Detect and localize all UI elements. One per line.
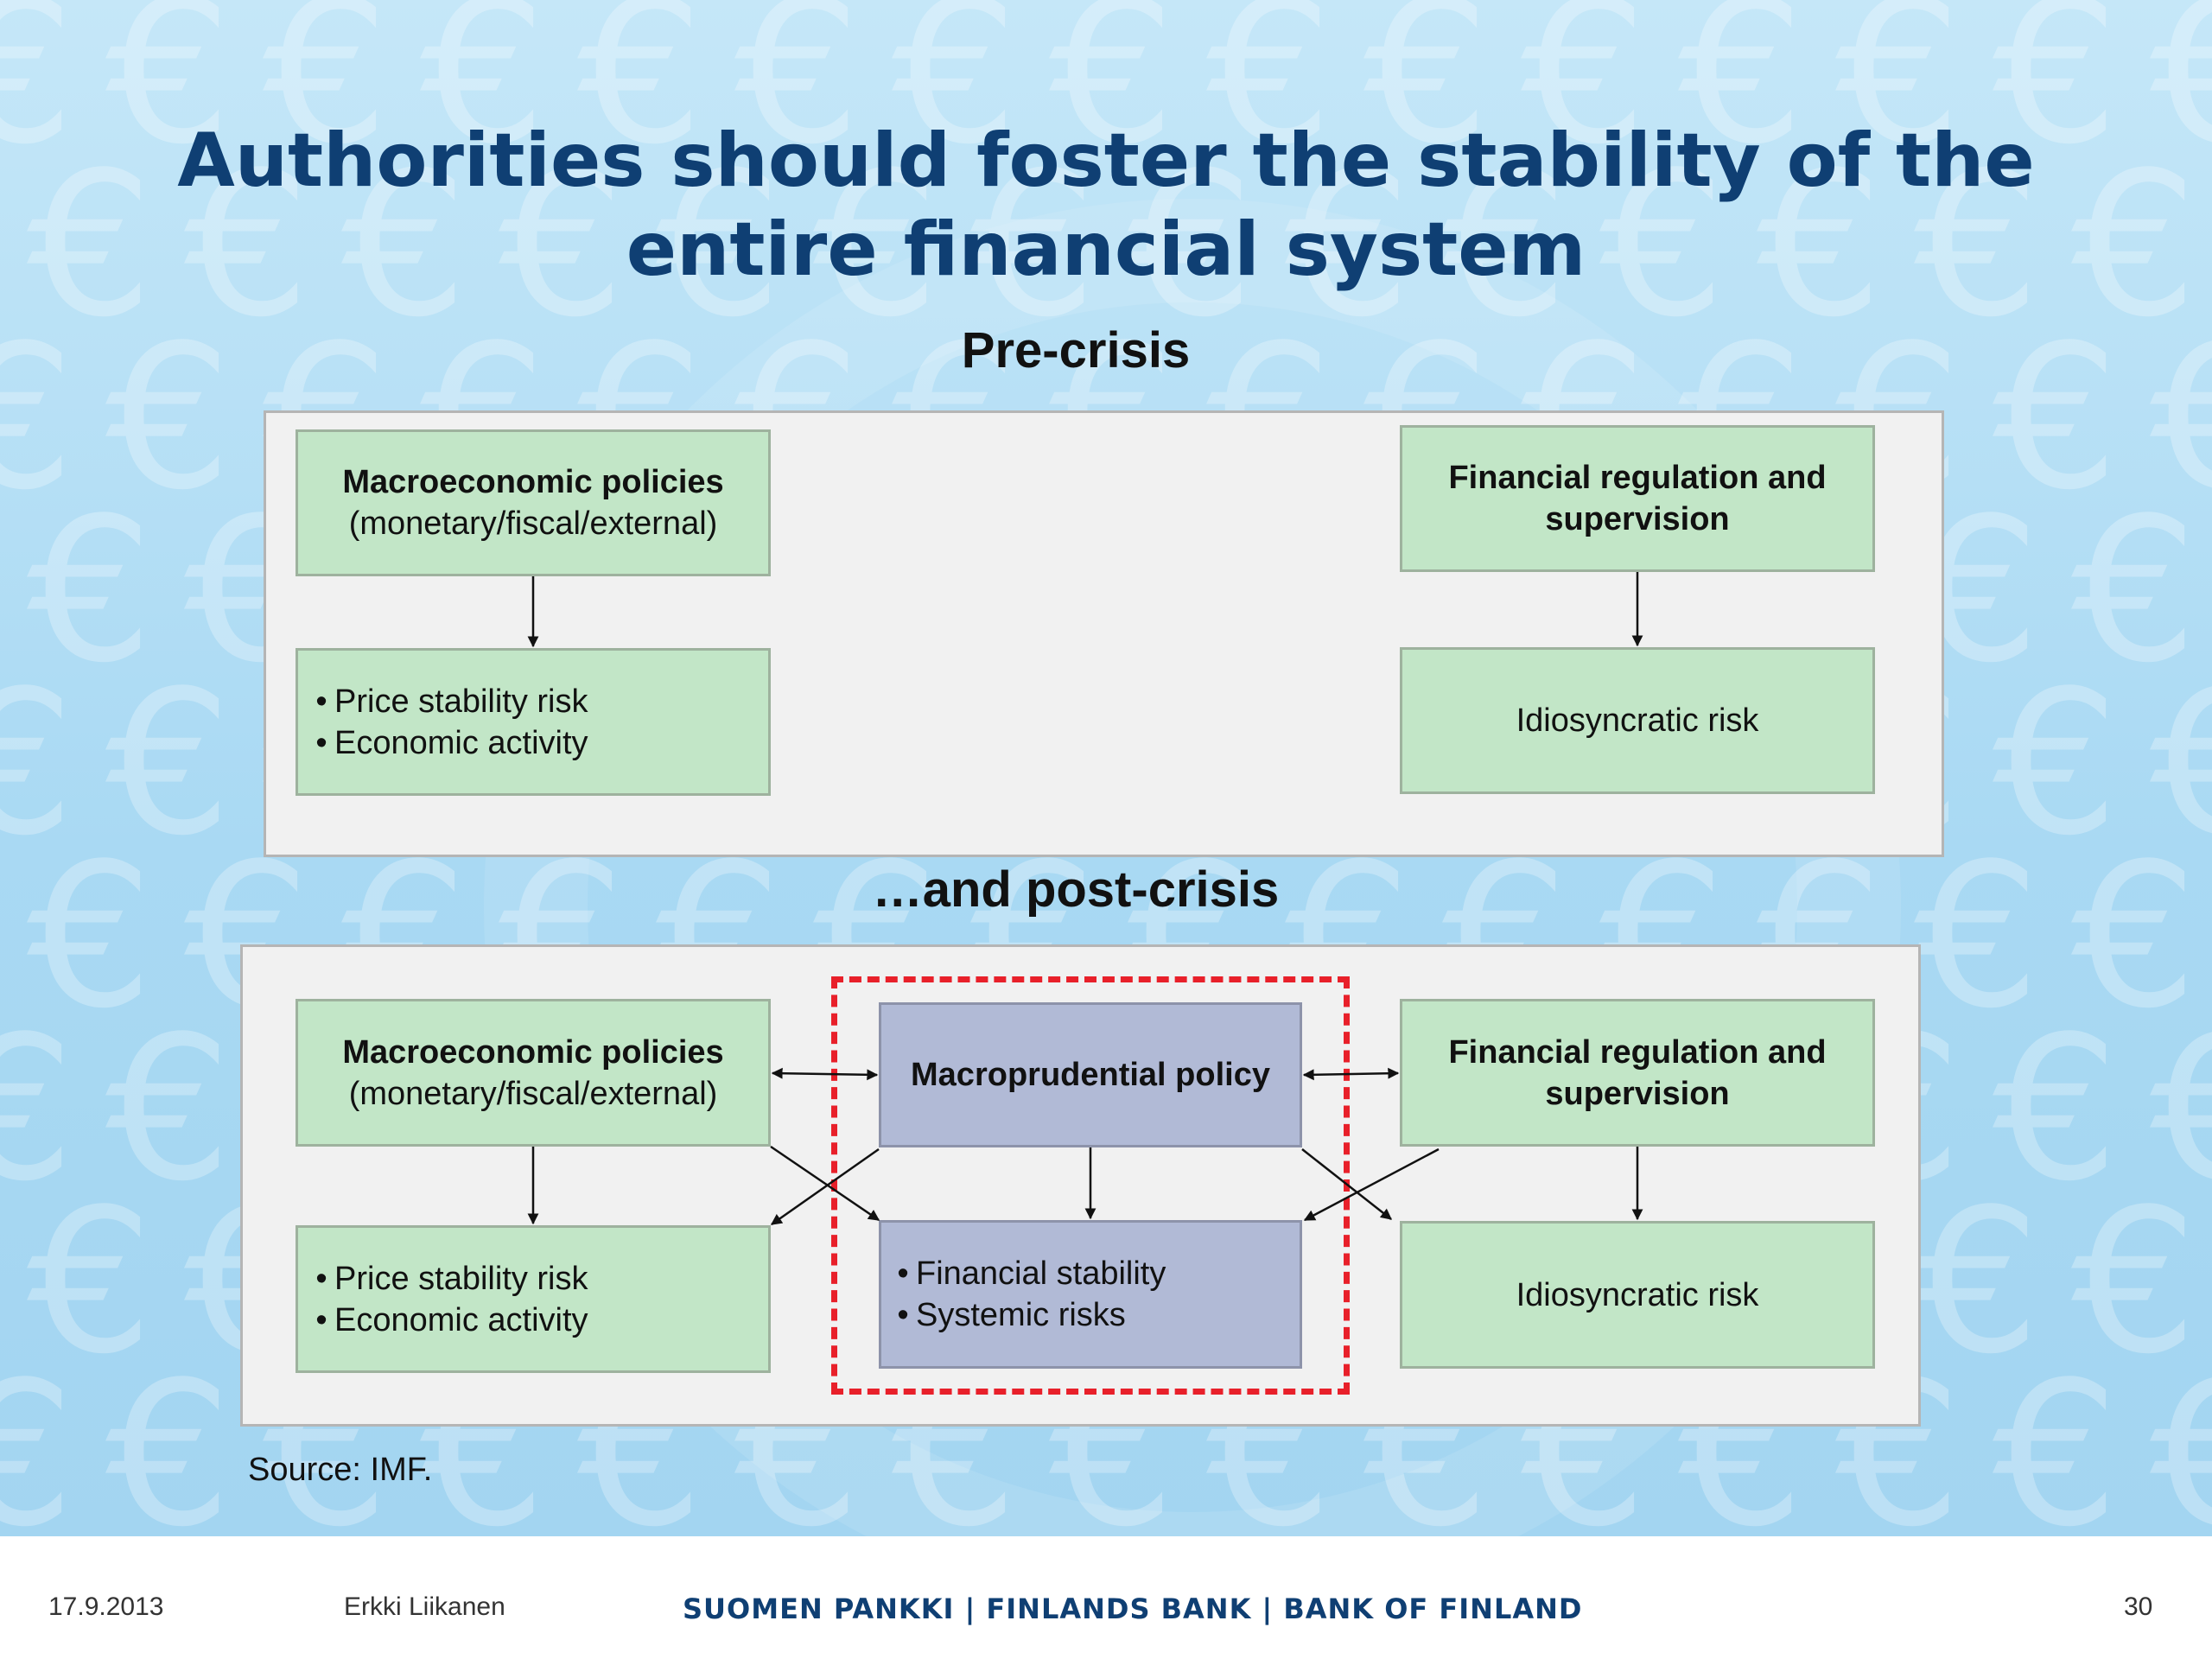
post-idiosyncratic-risk-box: Idiosyncratic risk [1400,1221,1875,1369]
euro-watermark-icon: € [1993,649,2120,880]
pre-macro-policies-subtitle: (monetary/fiscal/external) [348,505,718,542]
slide-title: Authorities should foster the stability … [177,118,2035,293]
slide-footer: 17.9.2013 Erkki Liikanen 30 [0,1536,2212,1659]
pre-macro-policies-title: Macroeconomic policies [342,464,724,500]
pre-macro-policies-box: Macroeconomic policies (monetary/fiscal/… [296,429,771,576]
euro-watermark-icon: € [1993,1340,2120,1537]
pre-outcome-price-stability: Price stability risk [308,681,588,722]
euro-watermark-icon: € [27,476,154,707]
euro-watermark-icon: € [2071,130,2198,361]
pre-fin-regulation-box: Financial regulation and supervision [1400,425,1875,572]
post-macro-outcomes-box: Price stability risk Economic activity [296,1225,771,1373]
euro-watermark-icon: € [1678,0,1805,188]
euro-watermark-icon: € [577,0,704,188]
euro-watermark-icon: € [27,1167,154,1398]
arrow-macroprudential-fin-link [1302,1067,1400,1081]
outcome-systemic-risks: Systemic risks [890,1294,1126,1336]
euro-watermark-icon: € [341,130,468,361]
euro-watermark-icon: € [2150,1357,2212,1537]
euro-watermark-icon: € [0,995,75,1225]
euro-watermark-icon: € [1206,0,1333,188]
arrow-macroprudential-to-idiosyncratic [1301,1148,1393,1220]
footer-bank-name: SUOMEN PANKKI | FINLANDS BANK | BANK OF … [683,1592,1583,1625]
post-fin-regulation-box: Financial regulation and supervision [1400,999,1875,1147]
post-idiosyncratic-risk-label: Idiosyncratic risk [1516,1276,1759,1313]
euro-watermark-icon: € [1993,995,2120,1225]
euro-watermark-icon: € [1128,130,1255,361]
euro-watermark-icon: € [105,303,232,534]
euro-watermark-icon: € [1599,130,1726,361]
euro-watermark-icon: € [1442,130,1569,361]
euro-watermark-icon: € [813,130,940,361]
euro-watermark-icon: € [1757,130,1884,361]
euro-watermark-icon: € [105,649,232,880]
euro-watermark-icon: € [2150,320,2212,518]
euro-watermark-icon: € [1993,0,2120,188]
euro-watermark-icon: € [0,303,75,534]
arrow-macroprudential-to-price [770,1147,880,1226]
macroprudential-outcomes-box: Financial stability Systemic risks [879,1220,1302,1369]
pre-idiosyncratic-risk-label: Idiosyncratic risk [1516,702,1759,739]
pre-outcome-economic-activity: Economic activity [308,722,588,764]
pre-crisis-heading: Pre-crisis [961,322,1191,378]
pre-idiosyncratic-risk-box: Idiosyncratic risk [1400,647,1875,794]
euro-watermark-icon: € [105,0,232,188]
macroprudential-policy-label: Macroprudential policy [911,1057,1270,1093]
euro-watermark-icon: € [2071,476,2198,707]
post-outcome-economic-activity: Economic activity [308,1300,588,1341]
euro-watermark-icon: € [1049,0,1176,188]
source-note: Source: IMF. [248,1452,433,1488]
euro-watermark-icon: € [1521,0,1648,188]
post-macro-policies-box: Macroeconomic policies (monetary/fiscal/… [296,999,771,1147]
euro-watermark-icon: € [184,130,311,361]
euro-watermark-icon: € [2150,1011,2212,1210]
euro-watermark-icon: € [105,1340,232,1537]
euro-watermark-icon: € [0,1340,75,1537]
post-outcome-price-stability: Price stability risk [308,1258,588,1300]
outcome-financial-stability: Financial stability [890,1253,1166,1294]
euro-watermark-icon: € [970,130,1097,361]
post-crisis-heading: …and post-crisis [872,861,1280,918]
euro-watermark-icon: € [1363,0,1491,188]
euro-watermark-icon: € [420,0,547,188]
euro-watermark-icon: € [2071,822,2198,1052]
euro-watermark-icon: € [105,995,232,1225]
euro-watermark-icon: € [1835,0,1962,188]
footer-author: Erkki Liikanen [344,1592,505,1621]
euro-watermark-icon: € [27,822,154,1052]
euro-watermark-icon: € [27,130,154,361]
connector-arrows [527,572,1643,1226]
footer-page-number: 30 [2124,1592,2153,1621]
arrow-fin-to-systemic [1303,1147,1440,1222]
euro-watermark-icon: € [2071,1167,2198,1398]
euro-watermark-icon: € [263,0,390,188]
arrow-macro-macroprudential-link [771,1067,879,1081]
macroprudential-policy-box: Macroprudential policy [879,1002,1302,1147]
euro-watermark-icon: € [1914,1167,2041,1398]
euro-watermark-icon: € [734,0,861,188]
euro-watermark-icon: € [2150,0,2212,173]
euro-watermark-icon: € [1914,822,2041,1052]
footer-date: 17.9.2013 [48,1592,164,1621]
euro-watermark-icon: € [1993,303,2120,534]
post-macro-policies-title: Macroeconomic policies [342,1033,724,1071]
post-fin-regulation-label: Financial regulation and supervision [1448,1033,1827,1112]
arrow-macro-to-systemic [770,1145,880,1222]
pre-macro-outcomes-box: Price stability risk Economic activity [296,648,771,796]
euro-watermark-icon: € [0,649,75,880]
euro-watermark-icon: € [2150,665,2212,864]
euro-watermark-icon: € [1914,130,2041,361]
euro-watermark-icon: € [0,0,75,188]
euro-watermark-icon: € [499,130,626,361]
pre-fin-regulation-label: Financial regulation and supervision [1448,460,1827,537]
euro-watermark-icon: € [1285,130,1412,361]
euro-watermark-icon: € [656,130,783,361]
post-macro-policies-subtitle: (monetary/fiscal/external) [348,1075,718,1112]
euro-watermark-icon: € [892,0,1019,188]
